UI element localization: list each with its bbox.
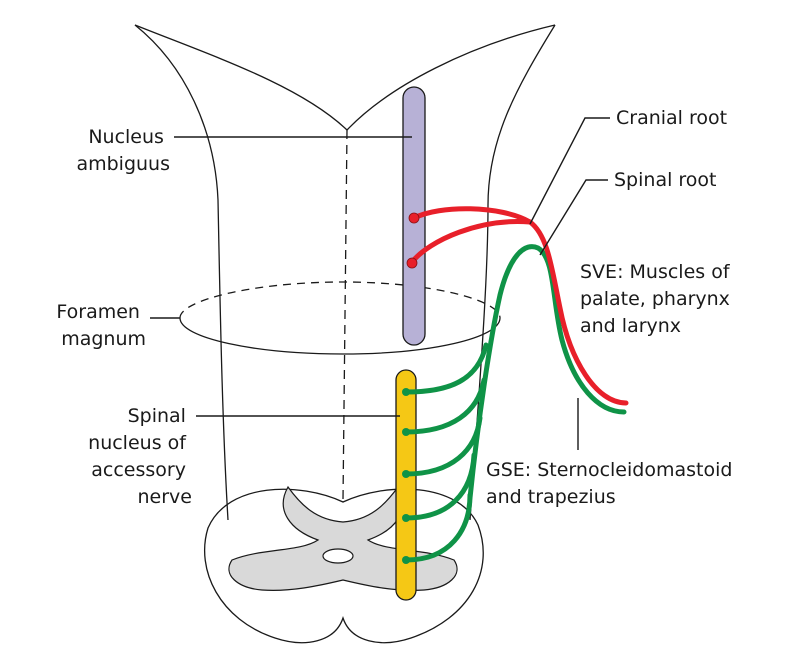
leader-cranial-root: [529, 117, 610, 225]
label-cranial-root: Cranial root: [616, 107, 727, 129]
spinal-rootlet-5: [403, 492, 473, 563]
cranial-dot-2: [406, 257, 418, 269]
spinal-dot-2: [402, 428, 410, 436]
nucleus-ambiguus-dots: [406, 212, 420, 269]
brainstem-left-outline: [134, 24, 229, 521]
spinal-root-trunk: [467, 244, 627, 501]
foramen-magnum-upper: [179, 281, 501, 319]
label-sve: SVE: Muscles of palate, pharynx and lary…: [580, 261, 736, 337]
spinal-dot-3: [402, 470, 410, 478]
cranial-rootlet-2: [409, 219, 533, 265]
cranial-root-fibers: [409, 206, 629, 406]
spinal-rootlet-1: [403, 342, 489, 395]
spinal-nucleus-dots: [402, 388, 410, 564]
cranial-dot-1: [408, 212, 420, 224]
label-gse: GSE: Sternocleidomastoid and trapezius: [486, 459, 738, 508]
label-nucleus-ambiguus: Nucleus ambiguus: [76, 126, 170, 175]
label-foramen-magnum: Foramen magnum: [56, 301, 146, 350]
cranial-root-trunk: [527, 219, 629, 406]
leader-spinal-root: [539, 179, 608, 256]
cranial-rootlet-1: [411, 206, 533, 225]
spinal-nucleus-column: [395, 369, 417, 601]
label-spinal-nucleus: Spinal nucleus of accessory nerve: [88, 405, 192, 508]
spinal-root-fibers: [403, 244, 627, 563]
central-canal: [322, 548, 354, 564]
label-spinal-root: Spinal root: [614, 169, 717, 191]
spinal-dot-1: [402, 388, 410, 396]
brainstem-top-outline: [134, 24, 556, 131]
brainstem-right-outline: [469, 24, 556, 521]
spinal-cord-cross-section: [204, 488, 484, 644]
spinal-dot-5: [402, 556, 410, 564]
spinal-dot-4: [402, 514, 410, 522]
foramen-magnum-lower: [179, 317, 501, 355]
midline-dashed: [342, 129, 348, 501]
